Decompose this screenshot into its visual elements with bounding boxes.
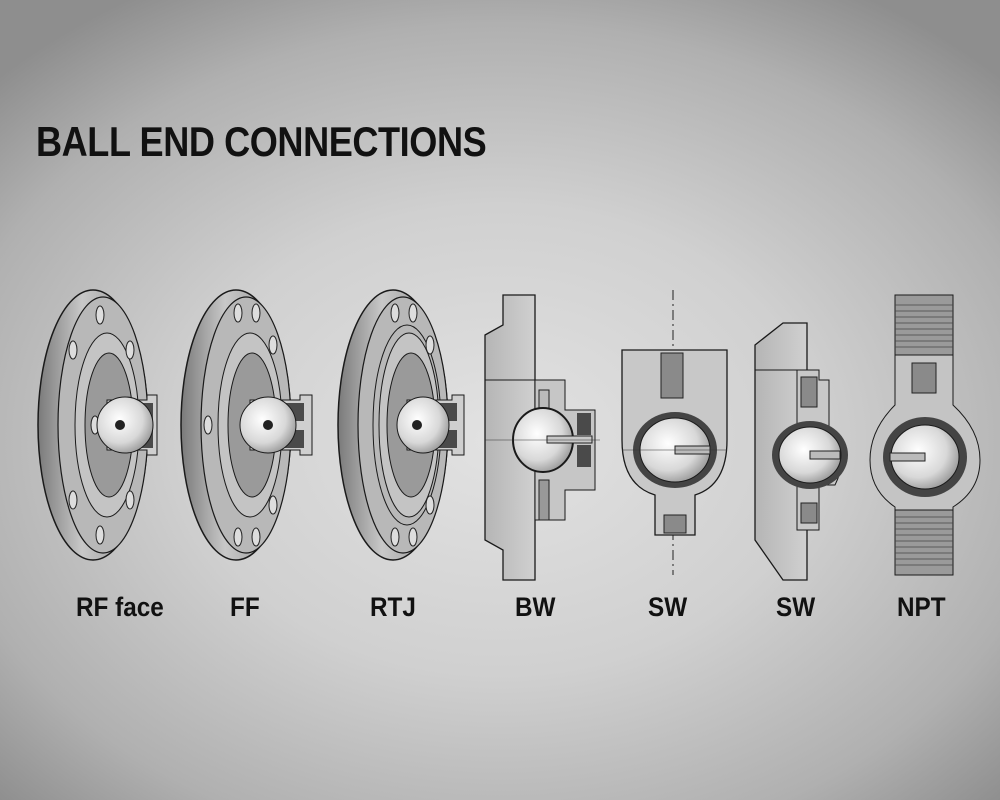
sw-figure-2 <box>754 322 848 581</box>
label-ff: FF <box>230 592 260 622</box>
label-npt: NPT <box>897 592 946 622</box>
label-bw: BW <box>515 592 556 622</box>
rtj-flange-figure <box>337 289 465 561</box>
label-sw-1: SW <box>648 592 688 622</box>
npt-figure <box>869 294 981 576</box>
bw-figure <box>484 294 600 581</box>
rf-face-flange-figure <box>37 289 158 561</box>
diagram-title: BALL END CONNECTIONS <box>36 118 487 165</box>
sw-figure-1 <box>621 290 728 575</box>
label-sw-2: SW <box>776 592 816 622</box>
label-rtj: RTJ <box>370 592 416 622</box>
ff-flange-figure <box>180 289 313 561</box>
label-rf-face: RF face <box>76 592 164 622</box>
